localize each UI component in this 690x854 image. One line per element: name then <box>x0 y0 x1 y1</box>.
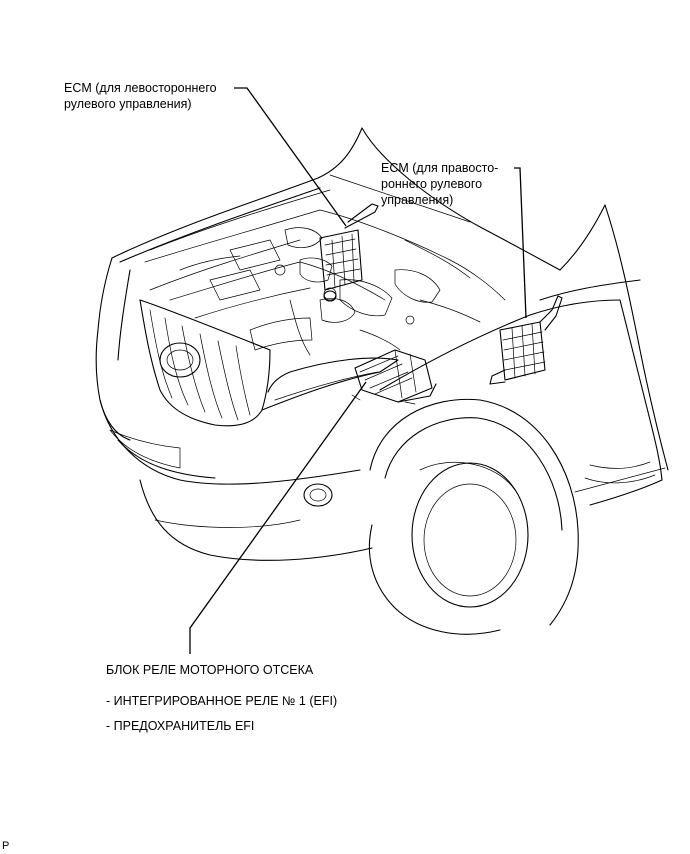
ecm-rhd-component <box>489 295 563 385</box>
relay-item-efi-relay: - ИНТЕГРИРОВАННОЕ РЕЛЕ № 1 (EFI) <box>106 694 338 708</box>
engine-compartment <box>144 209 506 356</box>
relay-item-efi-fuse: - ПРЕДОХРАНИТЕЛЬ EFI <box>106 719 255 733</box>
body-right-side <box>379 204 669 506</box>
ecm-rhd-label-line2: роннего рулевого <box>381 177 483 191</box>
ecm-lhd-label-line2: рулевого управления) <box>64 97 192 111</box>
relay-block-title: БЛОК РЕЛЕ МОТОРНОГО ОТСЕКА <box>106 663 314 677</box>
ecm-lhd-label-line1: ECM (для левостороннего <box>64 81 217 95</box>
leader-lines <box>189 87 527 654</box>
relay-block-component <box>351 349 437 405</box>
leader-line-relay-block <box>189 381 367 654</box>
front-wheel <box>368 398 579 635</box>
leader-line-ecm-rhd <box>514 167 527 319</box>
ecm-lhd-label: ECM (для левостороннего рулевого управле… <box>64 80 217 112</box>
headlight <box>261 357 399 411</box>
leader-line-ecm-lhd <box>234 87 347 227</box>
grille-and-bumper <box>95 257 373 561</box>
ecm-rhd-label-line3: управления) <box>381 193 454 207</box>
ecm-lhd-component <box>319 203 379 302</box>
ecm-rhd-label-line1: ECM (для правосто- <box>381 161 499 175</box>
open-hood <box>111 127 561 271</box>
figure-code: P <box>2 840 10 852</box>
ecm-rhd-label: ECM (для правосто- роннего рулевого упра… <box>381 160 498 208</box>
